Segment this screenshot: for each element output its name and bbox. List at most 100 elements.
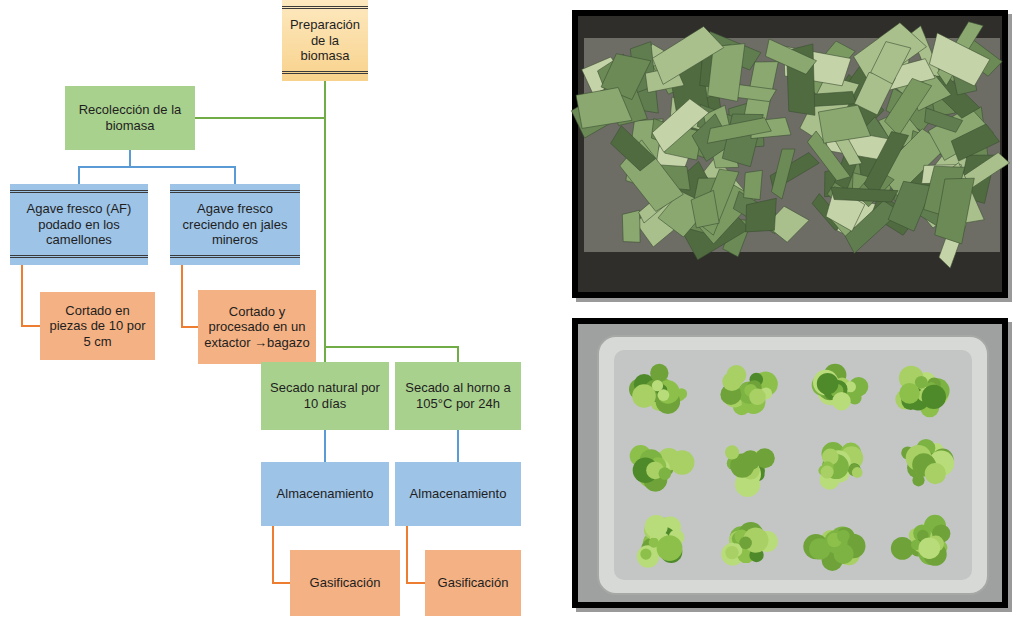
box-label: Gasificación	[438, 575, 509, 591]
text-wrap: Almacenamiento	[277, 486, 374, 502]
decor-rule	[10, 190, 148, 193]
agave-piece	[831, 187, 898, 202]
photo-frame	[572, 10, 1008, 298]
photo-ground	[578, 16, 1002, 292]
bagasse-clumps	[629, 364, 954, 571]
agave-piece	[611, 126, 656, 171]
bagasse-fiber	[657, 535, 683, 561]
bagasse-fiber	[817, 373, 839, 395]
text-wrap: Almacenamiento	[410, 486, 507, 502]
photo-ground	[578, 324, 1002, 602]
connector	[273, 526, 290, 583]
agave-piece	[653, 26, 724, 84]
decor-rule	[10, 255, 148, 258]
bagasse-fiber	[925, 463, 946, 484]
agave-piece	[871, 42, 911, 84]
agave-piece	[864, 132, 909, 197]
agave-piece	[652, 99, 709, 152]
agave-piece	[935, 178, 975, 244]
photo-frame	[572, 318, 1008, 608]
bagasse-fiber	[658, 389, 670, 401]
source-box: Agave fresco (AF) podado en los camellon…	[10, 184, 148, 265]
step-box: Gasificación	[290, 550, 400, 616]
bagasse-fiber	[919, 537, 941, 559]
agave-piece	[691, 190, 719, 228]
text-wrap: Cortado en piezas de 10 por 5 cm	[46, 303, 149, 350]
bagasse-fiber	[891, 537, 914, 560]
bagasse-fiber	[852, 467, 863, 478]
bagasse-fiber	[650, 364, 668, 382]
agave-pieces	[571, 22, 1009, 269]
photo-shadow	[576, 14, 1012, 302]
storage-box: Almacenamiento	[395, 462, 521, 526]
text-wrap: Gasificación	[438, 575, 509, 591]
bagasse-fiber	[832, 392, 850, 410]
box-label: Recolección de la biomasa	[71, 102, 189, 133]
step-box: Cortado en piezas de 10 por 5 cm	[40, 292, 155, 360]
decor-rule	[282, 71, 368, 74]
agave-piece	[854, 23, 927, 86]
box-label: Cortado en piezas de 10 por 5 cm	[46, 303, 149, 350]
connector	[195, 81, 325, 118]
box-label: Secado al horno a 105°C por 24h	[401, 380, 515, 411]
text-wrap: Secado natural por 10 días	[267, 380, 383, 411]
bagasse-fiber	[670, 454, 687, 471]
box-label: Almacenamiento	[410, 486, 507, 502]
bagasse-fiber	[659, 467, 672, 480]
bagasse-fiber	[727, 365, 747, 385]
text-wrap: Recolección de la biomasa	[71, 102, 189, 133]
bagasse-fiber	[837, 530, 850, 543]
connector	[407, 526, 425, 583]
agave-piece	[622, 210, 640, 242]
box-label: Agave fresco creciendo en jales mineros	[176, 201, 294, 248]
text-wrap: Gasificación	[310, 575, 381, 591]
agave-piece	[744, 170, 763, 199]
decor-rule	[170, 255, 300, 258]
agave-piece	[771, 149, 795, 199]
oven-tray	[598, 336, 988, 594]
text-wrap: Cortado y procesado en un extactor →baga…	[204, 304, 310, 351]
box-label: Gasificación	[310, 575, 381, 591]
bagasse-fiber	[749, 389, 766, 406]
agave-piece	[809, 91, 857, 106]
text-wrap: Agave fresco creciendo en jales mineros	[176, 201, 294, 248]
step-box: Cortado y procesado en un extactor →baga…	[198, 290, 316, 364]
box-label: Agave fresco (AF) podado en los camellon…	[16, 201, 142, 248]
bagasse-fiber	[899, 383, 920, 404]
decor-rule	[282, 6, 368, 9]
agave-piece	[925, 108, 963, 132]
connector	[22, 265, 40, 326]
connector	[457, 430, 459, 462]
agave-piece	[885, 78, 932, 135]
box-label: Almacenamiento	[277, 486, 374, 502]
text-wrap: Preparación de la biomasa	[288, 17, 362, 64]
connector	[182, 265, 198, 327]
process-box: Secado natural por 10 días	[261, 362, 389, 430]
bagasse-fiber	[922, 385, 946, 409]
decor-rule	[170, 190, 300, 193]
agave-piece	[951, 124, 999, 161]
box-label: Preparación de la biomasa	[288, 17, 362, 64]
bagasse-fiber	[645, 515, 668, 538]
connector	[324, 430, 326, 462]
agave-piece	[818, 105, 870, 143]
oven-tray-inner	[614, 350, 972, 580]
process-box: Secado al horno a 105°C por 24h	[395, 362, 521, 430]
connector	[79, 150, 130, 184]
agave-piece	[576, 88, 632, 129]
agave-piece	[766, 39, 817, 74]
agave-piece	[746, 198, 777, 232]
agave-piece	[929, 33, 990, 86]
photo-shadow	[576, 322, 1012, 612]
source-box: Agave fresco creciendo en jales mineros	[170, 184, 300, 265]
bagasse-fiber	[725, 546, 738, 559]
box-label: Cortado y procesado en un extactor →baga…	[204, 304, 310, 351]
step-box: Gasificación	[425, 550, 521, 616]
agave-piece	[707, 118, 771, 144]
text-wrap: Agave fresco (AF) podado en los camellon…	[16, 201, 142, 248]
connector	[325, 81, 458, 362]
connector	[130, 150, 235, 184]
bagasse-fiber	[640, 549, 651, 560]
root-box: Preparación de la biomasa	[282, 0, 368, 81]
